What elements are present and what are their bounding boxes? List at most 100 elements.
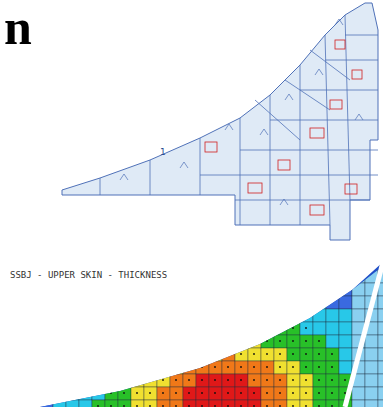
node-dot xyxy=(175,327,177,329)
thickness-cell xyxy=(326,270,339,283)
thickness-cell xyxy=(183,400,196,407)
thickness-cell xyxy=(79,296,92,309)
node-dot xyxy=(214,366,216,368)
thickness-cell xyxy=(157,374,170,387)
node-dot xyxy=(175,353,177,355)
node-dot xyxy=(136,340,138,342)
thickness-cell xyxy=(92,335,105,348)
thickness-cell xyxy=(118,335,131,348)
thickness-cell xyxy=(300,374,313,387)
thickness-cell xyxy=(300,283,313,296)
thickness-cell xyxy=(53,296,66,309)
thickness-contour xyxy=(40,262,383,407)
thickness-cell xyxy=(170,283,183,296)
thickness-cell xyxy=(326,387,339,400)
thickness-cell xyxy=(53,374,66,387)
node-dot xyxy=(253,392,255,394)
thickness-cell xyxy=(313,387,326,400)
thickness-cell xyxy=(131,400,144,407)
thickness-cell xyxy=(40,322,53,335)
thickness-cell xyxy=(92,309,105,322)
node-dot xyxy=(188,392,190,394)
thickness-cell xyxy=(66,322,79,335)
thickness-cell xyxy=(170,374,183,387)
thickness-cell xyxy=(105,322,118,335)
thickness-cell xyxy=(222,335,235,348)
node-dot xyxy=(227,353,229,355)
node-dot xyxy=(201,379,203,381)
node-dot xyxy=(240,392,242,394)
node-dot xyxy=(123,379,125,381)
node-dot xyxy=(279,392,281,394)
thickness-cell xyxy=(261,322,274,335)
thickness-cell xyxy=(287,387,300,400)
node-dot xyxy=(240,379,242,381)
thickness-cell xyxy=(287,322,300,335)
thickness-cell xyxy=(92,387,105,400)
thickness-cell xyxy=(222,387,235,400)
thickness-cell xyxy=(105,283,118,296)
thickness-cell xyxy=(261,309,274,322)
node-dot xyxy=(188,366,190,368)
node-dot xyxy=(214,353,216,355)
thickness-cell xyxy=(326,374,339,387)
thickness-cell xyxy=(248,270,261,283)
node-dot xyxy=(240,405,242,407)
thickness-cell xyxy=(66,348,79,361)
node-dot xyxy=(188,340,190,342)
thickness-cell xyxy=(131,283,144,296)
thickness-cell xyxy=(209,361,222,374)
thickness-cell xyxy=(79,400,92,407)
node-dot xyxy=(344,379,346,381)
thickness-cell xyxy=(66,309,79,322)
node-dot xyxy=(162,379,164,381)
thickness-cell xyxy=(170,296,183,309)
thickness-cell xyxy=(40,309,53,322)
thickness-cell xyxy=(378,361,383,374)
thickness-cell xyxy=(144,283,157,296)
thickness-cell xyxy=(300,348,313,361)
thickness-cell xyxy=(326,335,339,348)
thickness-cell xyxy=(326,400,339,407)
thickness-cell xyxy=(235,348,248,361)
thickness-cell xyxy=(222,309,235,322)
node-dot xyxy=(149,366,151,368)
thickness-cell xyxy=(261,387,274,400)
node-dot xyxy=(227,392,229,394)
node-dot xyxy=(227,314,229,316)
thickness-cell xyxy=(313,309,326,322)
thickness-cell xyxy=(313,283,326,296)
node-dot xyxy=(227,340,229,342)
node-dot xyxy=(266,340,268,342)
node-dot xyxy=(175,314,177,316)
node-dot xyxy=(266,392,268,394)
node-dot xyxy=(266,379,268,381)
thickness-cell xyxy=(365,361,378,374)
node-dot xyxy=(136,405,138,407)
thickness-cell xyxy=(79,335,92,348)
thickness-cell xyxy=(378,348,383,361)
thickness-cell xyxy=(170,270,183,283)
thickness-cell xyxy=(352,270,365,283)
thickness-cell xyxy=(378,387,383,400)
thickness-cell xyxy=(92,361,105,374)
thickness-cell xyxy=(300,296,313,309)
thickness-cell xyxy=(131,374,144,387)
thickness-cell xyxy=(144,309,157,322)
node-dot xyxy=(318,340,320,342)
thickness-cell xyxy=(274,309,287,322)
node-dot xyxy=(279,327,281,329)
node-dot xyxy=(175,379,177,381)
thickness-cell xyxy=(53,322,66,335)
thickness-cell xyxy=(365,387,378,400)
node-dot xyxy=(123,405,125,407)
thickness-cell xyxy=(235,309,248,322)
thickness-cell xyxy=(53,348,66,361)
thickness-cell xyxy=(157,335,170,348)
thickness-cell xyxy=(118,283,131,296)
node-dot xyxy=(175,366,177,368)
thickness-cell xyxy=(313,374,326,387)
thickness-cell xyxy=(365,374,378,387)
node-dot xyxy=(162,392,164,394)
node-dot xyxy=(214,327,216,329)
